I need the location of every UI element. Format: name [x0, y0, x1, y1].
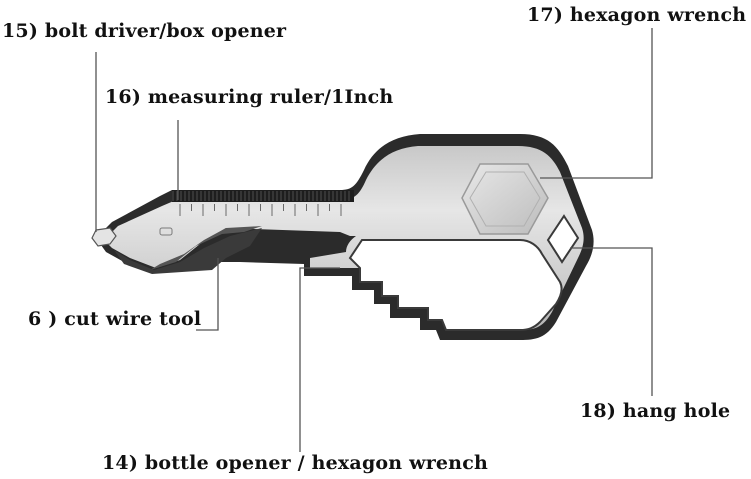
label-measuring-ruler: 16) measuring ruler/1Inch [105, 86, 394, 108]
label-cut-wire-tool: 6 ) cut wire tool [28, 308, 202, 330]
hexagon-inner-shadow [469, 171, 541, 227]
bolt-driver-tip [91, 227, 117, 247]
blade-lower [114, 228, 262, 274]
leader-hexagon-wrench [540, 28, 653, 179]
serration-teeth [172, 191, 350, 201]
ruler-ticks [179, 204, 342, 216]
label-hexagon-wrench: 17) hexagon wrench [527, 4, 747, 26]
leader-cut-wire [196, 258, 219, 331]
hexagon-boss [461, 163, 549, 235]
hang-hole [546, 214, 580, 264]
cut-wire-teeth [150, 226, 262, 270]
label-bottle-opener: 14) bottle opener / hexagon wrench [102, 452, 488, 474]
ruler-serration [172, 190, 354, 202]
leader-bottle-opener [299, 267, 340, 452]
bottle-opener-cutout [348, 239, 563, 331]
leader-lines [95, 28, 653, 452]
ruler-slot [159, 227, 173, 236]
label-hang-hole: 18) hang hole [580, 400, 731, 422]
label-bolt-driver: 15) bolt driver/box opener [2, 20, 287, 42]
leader-hang-hole [570, 247, 653, 396]
